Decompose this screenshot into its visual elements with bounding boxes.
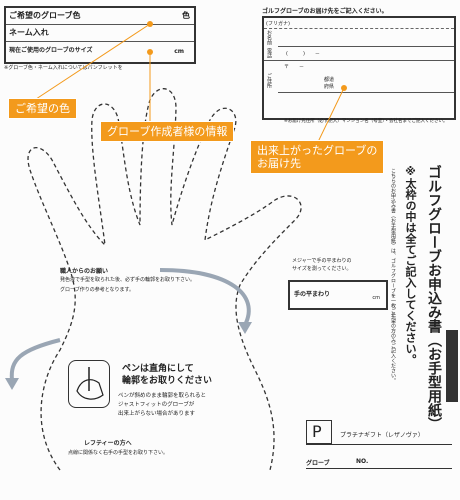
address-title: ゴルフグローブのお届け先をご記入ください。 [262, 8, 388, 15]
lefty-title: レフティーの方へ [84, 440, 132, 447]
size-label: 現在ご使用のグローブのサイズ [9, 47, 93, 54]
address-footnote: ※お届け先住所（必ず記入）マンション名（号室）・会社名までご記入ください。 [284, 119, 448, 124]
craftsman-body: 発色液で手型を取られた後、必ず手の輪郭をお取り下さい。 グローブ作りの参考となり… [60, 277, 196, 293]
palm-label: 手の平まわり [294, 291, 331, 298]
postal-field[interactable]: 〒 － [284, 64, 305, 70]
color-unit: 色 [182, 11, 190, 20]
address-field[interactable] [278, 92, 454, 93]
pen-hand-illustration [68, 360, 110, 408]
size-unit: cm [174, 48, 184, 55]
name-label: ネーム入れ [9, 28, 49, 37]
pen-title: ペンは直角にして 輪郭をお取りください [122, 364, 213, 386]
craftsman-title: 職人からのお願い [60, 268, 109, 275]
curved-arrow-right [159, 268, 251, 326]
pen-body: ペンが斜めのまま輪郭を取られると ジャストフィットのグローブが 出来上がらない場… [118, 393, 207, 417]
p-label: P [312, 422, 322, 441]
phone-field[interactable]: ( ) － [286, 51, 320, 57]
furigana-label: (フリガナ) [266, 21, 290, 27]
delivery-marker [341, 85, 347, 91]
name-row[interactable]: ネーム入れ [6, 25, 194, 42]
lefty-body: 点線に関係なく右手の手型をお取り下さい。 [68, 450, 169, 456]
hand-outline [27, 88, 302, 471]
form-subtitle: ※太枠の中は全てご記入してください。 [404, 165, 417, 365]
color-marker [147, 21, 153, 27]
side-tab [446, 330, 458, 402]
glove-order-box: ご希望のグローブ色 色 ネーム入れ 現在ご使用のグローブのサイズ cm [4, 6, 196, 64]
callout-maker: グローブ作成者様の情報 [100, 121, 235, 143]
callout-color: ご希望の色 [8, 98, 77, 120]
phone-label: 電話 [266, 48, 272, 58]
size-row[interactable]: 現在ご使用のグローブのサイズ cm [6, 42, 194, 60]
pen-hand-icon [76, 367, 104, 400]
address-label: ご住所 [266, 73, 272, 88]
glove-no-label: NO. [356, 458, 369, 465]
product-name: プラチナギフト（レザノヴァ） [340, 432, 424, 439]
measure-text: メジャーで手の平まわりの サイズを測ってください。 [292, 258, 352, 272]
order-note: ※グローブ色・ネーム入れについてはパンフレットを [4, 65, 123, 71]
name-field-label: お名前 [266, 30, 272, 45]
name-field[interactable] [278, 46, 454, 47]
form-note: こちらのお申込み書（お手型用紙）は、ゴルフグローブを一枚ご希望の方のみご記入くだ… [390, 168, 396, 383]
palm-size-box[interactable]: 手の平まわり cm [288, 280, 388, 310]
maker-marker [147, 49, 153, 55]
pref-label: 都道 府県 [324, 77, 335, 90]
color-row[interactable]: ご希望のグローブ色 色 [6, 8, 194, 25]
curved-arrow-left [9, 338, 61, 381]
glove-label: グローブ [306, 460, 330, 467]
p-box: P [306, 420, 332, 444]
form-title: ゴルフグローブお申込み書（お手型用紙） [426, 165, 442, 431]
callout-delivery: 出来上がったグローブの お届け先 [250, 140, 385, 175]
color-label: ご希望のグローブ色 [9, 11, 81, 20]
address-box: (フリガナ) お名前 電話 ( ) － 〒 － ご住所 都道 府県 [262, 16, 456, 120]
glove-number-field[interactable] [306, 468, 452, 469]
palm-unit: cm [372, 295, 380, 301]
